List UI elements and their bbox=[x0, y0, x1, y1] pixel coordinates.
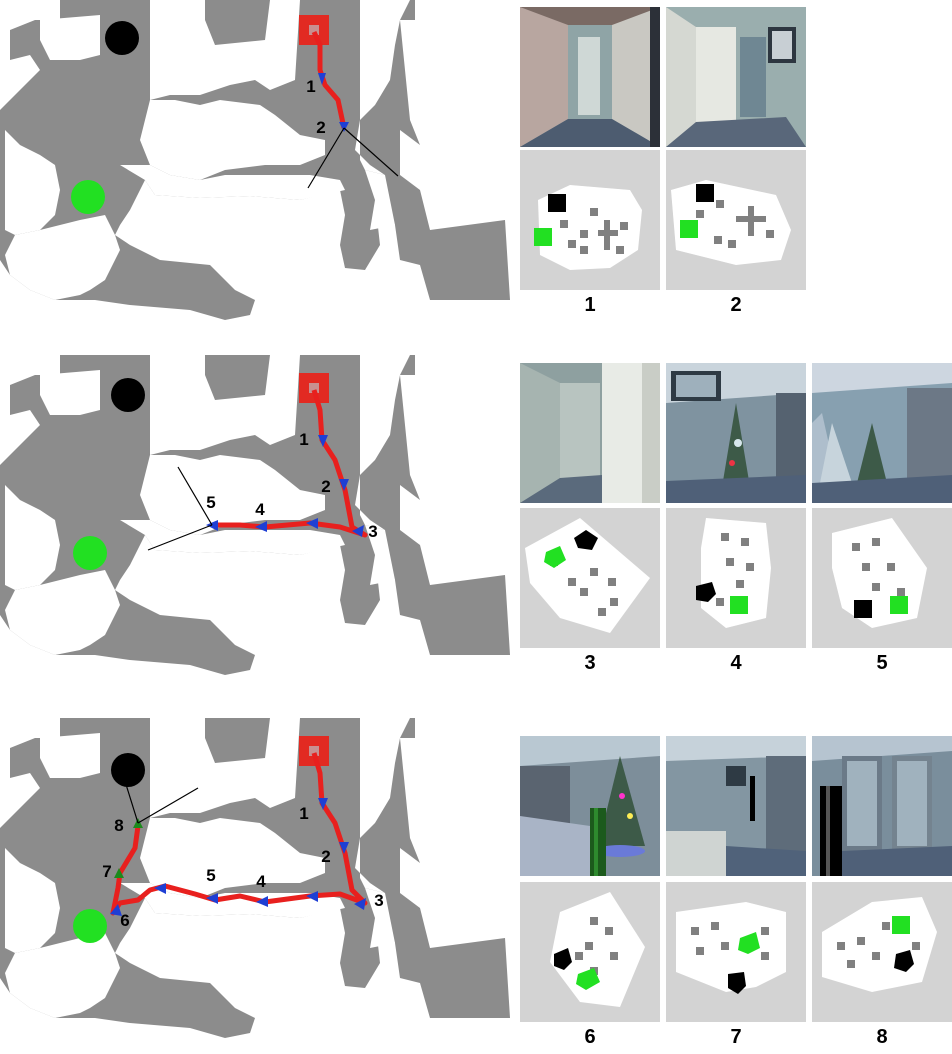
floorplan-map-2: 1 2 3 4 5 bbox=[0, 355, 510, 675]
camera-view-7 bbox=[666, 736, 806, 876]
camera-view-6 bbox=[520, 736, 660, 876]
caption: 7 bbox=[730, 1026, 742, 1048]
map-panel-1: 1 2 bbox=[0, 0, 515, 335]
map-panel-3: 1 2 3 4 5 6 7 8 bbox=[0, 718, 515, 1053]
minimap-3 bbox=[520, 508, 660, 648]
caption: 2 bbox=[730, 294, 742, 316]
caption: 6 bbox=[584, 1026, 596, 1048]
waypoint-label: 7 bbox=[102, 862, 111, 881]
camera-view-3 bbox=[520, 363, 660, 503]
caption: 3 bbox=[584, 652, 596, 674]
waypoint-label: 3 bbox=[374, 891, 383, 910]
waypoint-label: 8 bbox=[114, 816, 123, 835]
floorplan-map-1: 1 2 bbox=[0, 0, 510, 320]
waypoint-label: 1 bbox=[306, 77, 315, 96]
minimap-4 bbox=[666, 508, 806, 648]
waypoint-label: 2 bbox=[321, 847, 330, 866]
floorplan-map-3: 1 2 3 4 5 6 7 8 bbox=[0, 718, 510, 1038]
minimap-2 bbox=[666, 150, 806, 290]
caption: 1 bbox=[584, 294, 596, 316]
waypoint-label: 1 bbox=[299, 804, 308, 823]
waypoint-label: 4 bbox=[255, 500, 265, 519]
caption: 4 bbox=[730, 652, 742, 674]
waypoint-label: 2 bbox=[316, 118, 325, 137]
waypoint-labels-1: 1 2 bbox=[306, 77, 325, 137]
waypoint-label: 4 bbox=[256, 872, 266, 891]
minimap-6 bbox=[520, 882, 660, 1022]
map-panel-2: 1 2 3 4 5 bbox=[0, 355, 515, 690]
camera-view-2 bbox=[666, 7, 806, 147]
caption: 8 bbox=[876, 1026, 888, 1048]
waypoint-label: 2 bbox=[321, 477, 330, 496]
minimap-8 bbox=[812, 882, 952, 1022]
minimap-7 bbox=[666, 882, 806, 1022]
waypoint-label: 5 bbox=[206, 866, 215, 885]
waypoint-labels-3: 1 2 3 4 5 6 7 8 bbox=[102, 804, 383, 930]
caption: 5 bbox=[876, 652, 888, 674]
waypoint-label: 6 bbox=[120, 911, 129, 930]
waypoint-labels-2: 1 2 3 4 5 bbox=[206, 430, 377, 541]
minimap-5 bbox=[812, 508, 952, 648]
waypoint-label: 3 bbox=[368, 522, 377, 541]
camera-view-1 bbox=[520, 7, 660, 147]
camera-view-4 bbox=[666, 363, 806, 503]
waypoint-label: 5 bbox=[206, 493, 215, 512]
waypoint-label: 1 bbox=[299, 430, 308, 449]
minimap-1 bbox=[520, 150, 660, 290]
camera-view-5 bbox=[812, 363, 952, 503]
camera-view-8 bbox=[812, 736, 952, 876]
